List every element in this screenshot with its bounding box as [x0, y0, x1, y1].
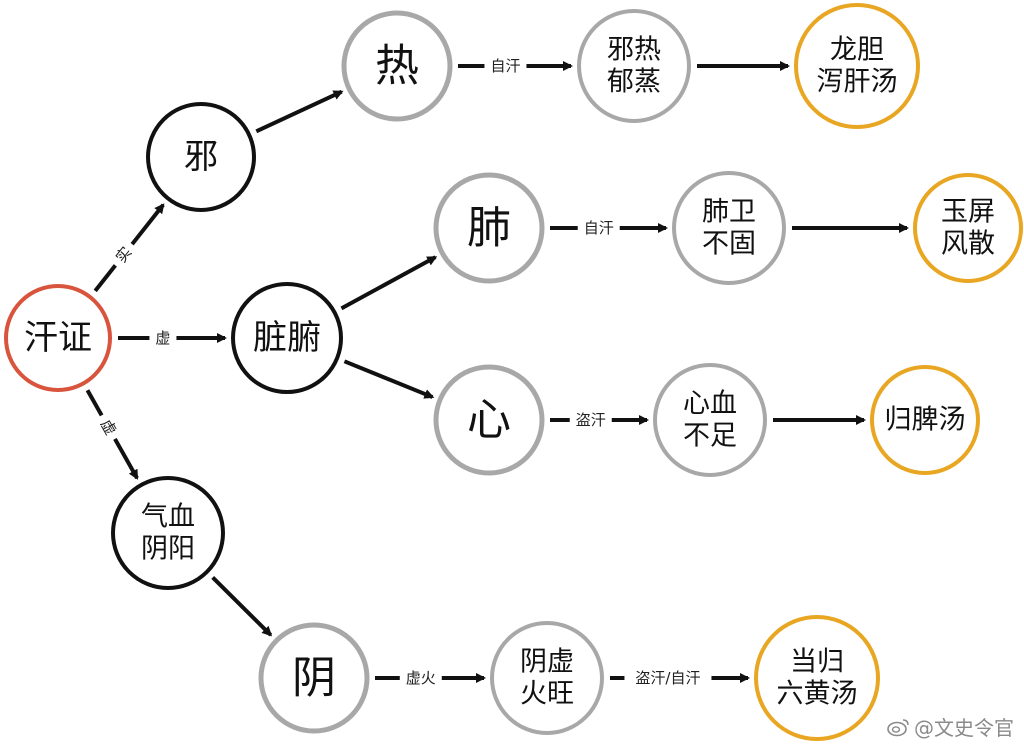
- edge-arrow: [211, 575, 273, 637]
- edge-label: 虚火: [399, 667, 442, 689]
- edge-arrow: [340, 255, 438, 311]
- edge-label-background: [149, 327, 177, 349]
- node-fei: 肺: [433, 172, 545, 284]
- node-label: 玉屏: [941, 197, 995, 228]
- node-circle: [231, 282, 343, 394]
- node-circle: [111, 476, 225, 590]
- weibo-icon: [887, 718, 909, 736]
- node-label: 泻肝汤: [817, 66, 898, 97]
- edge-label-text: 盗汗: [576, 411, 606, 429]
- node-yin: 阴: [258, 622, 370, 734]
- edge-label-text: 自汗: [584, 219, 614, 237]
- watermark: @文史令官: [886, 712, 1014, 741]
- node-label: 心血: [683, 389, 737, 420]
- node-circle: [341, 10, 453, 122]
- watermark-text: @文史令官: [914, 716, 1014, 740]
- edge-xie-re: [255, 89, 344, 134]
- edge-hanzheng-zangfu: 虚: [118, 327, 227, 349]
- node-circle: [4, 284, 112, 392]
- edge-label-background: [569, 409, 612, 431]
- edge-yin-yinxu: 虚火: [375, 667, 486, 689]
- edge-label-background: [92, 410, 125, 445]
- node-label: 火旺: [520, 678, 574, 709]
- node-circle: [433, 364, 545, 476]
- edge-zangfu-fei: [340, 255, 438, 311]
- edge-yinxu-danggui: 盗汗/自汗: [610, 667, 750, 689]
- node-label: 阴: [292, 653, 336, 704]
- node-label: 阴虚: [520, 647, 574, 678]
- edge-label: 自汗: [484, 55, 527, 77]
- edge-arrow: [255, 89, 344, 134]
- node-label: 郁蒸: [607, 66, 661, 97]
- edge-label: 实: [106, 237, 141, 273]
- node-label: 肺卫: [702, 197, 756, 228]
- node-label: 不固: [702, 228, 756, 259]
- node-label: 肺: [467, 203, 511, 254]
- node-circle: [870, 365, 980, 475]
- node-guipi: 归脾汤: [870, 365, 980, 475]
- edge-label-text: 自汗: [490, 57, 520, 75]
- edge-hanzheng-xie: 实: [93, 203, 165, 293]
- node-label: 当归: [790, 647, 844, 678]
- node-hanzheng: 汗证: [4, 284, 112, 392]
- edge-label: 虚: [149, 327, 177, 349]
- node-label: 不足: [683, 420, 737, 451]
- edge-label: 盗汗: [569, 409, 612, 431]
- node-circle: [913, 173, 1023, 283]
- node-circle: [490, 621, 604, 735]
- edge-zangfu-xin: [343, 359, 435, 399]
- edge-qixue-yin: [211, 575, 273, 637]
- edge-label-text: 虚火: [406, 669, 436, 687]
- node-label: 气血: [141, 502, 195, 533]
- node-label: 脏腑: [253, 318, 321, 358]
- node-label: 阴阳: [141, 533, 195, 564]
- edge-hanzheng-qixue: 虚: [85, 389, 139, 480]
- edge-xin-xinxue: 盗汗: [550, 409, 649, 431]
- edge-label: 自汗: [577, 217, 620, 239]
- edge-label-background: [399, 667, 442, 689]
- node-zangfu: 脏腑: [231, 282, 343, 394]
- node-circle: [577, 9, 691, 123]
- node-circle: [258, 622, 370, 734]
- edge-label-text: 虚: [155, 329, 170, 347]
- edge-label: 盗汗/自汗: [624, 667, 712, 689]
- node-circle: [146, 102, 256, 212]
- edge-fei-feiwei: 自汗: [550, 217, 668, 239]
- node-label: 归脾汤: [885, 405, 966, 436]
- node-xin: 心: [433, 364, 545, 476]
- node-label: 汗证: [24, 318, 92, 358]
- node-label: 邪: [184, 137, 218, 177]
- edge-label-background: [624, 667, 712, 689]
- node-circle: [653, 363, 767, 477]
- node-circle: [672, 171, 786, 285]
- edge-re-xiere: 自汗: [458, 55, 573, 77]
- edge-label-text: 盗汗/自汗: [635, 669, 700, 687]
- node-label: 邪热: [607, 35, 661, 66]
- edge-arrow: [343, 359, 435, 399]
- node-re: 热: [341, 10, 453, 122]
- node-xie: 邪: [146, 102, 256, 212]
- node-circle: [433, 172, 545, 284]
- node-label: 风散: [941, 228, 995, 259]
- edge-label: 虚: [92, 410, 125, 445]
- node-label: 六黄汤: [777, 678, 858, 709]
- node-circle: [754, 615, 880, 741]
- edge-label-background: [484, 55, 527, 77]
- edge-label-background: [106, 237, 141, 273]
- edge-label-background: [577, 217, 620, 239]
- node-label: 热: [375, 41, 419, 92]
- node-circle: [794, 3, 920, 129]
- node-label: 龙胆: [830, 35, 884, 66]
- node-label: 心: [467, 395, 511, 446]
